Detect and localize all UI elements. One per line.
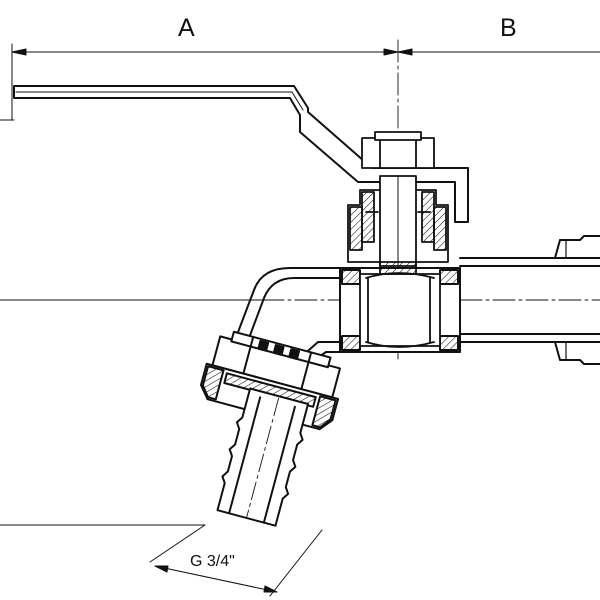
inlet-pipe — [459, 235, 600, 365]
hose-nozzle — [216, 387, 310, 527]
thread-size-label: G 3/4" — [190, 553, 235, 570]
extension-lines — [0, 119, 263, 526]
dimension-b-label: B — [500, 14, 517, 42]
dimension-b — [397, 48, 600, 56]
stem-bonnet — [347, 175, 449, 267]
dimension-a — [11, 43, 399, 121]
lever-handle — [13, 85, 469, 223]
dimension-thread — [149, 524, 323, 597]
dimension-a-label: A — [178, 14, 195, 42]
stem-nut — [361, 131, 435, 169]
ball — [359, 261, 441, 348]
